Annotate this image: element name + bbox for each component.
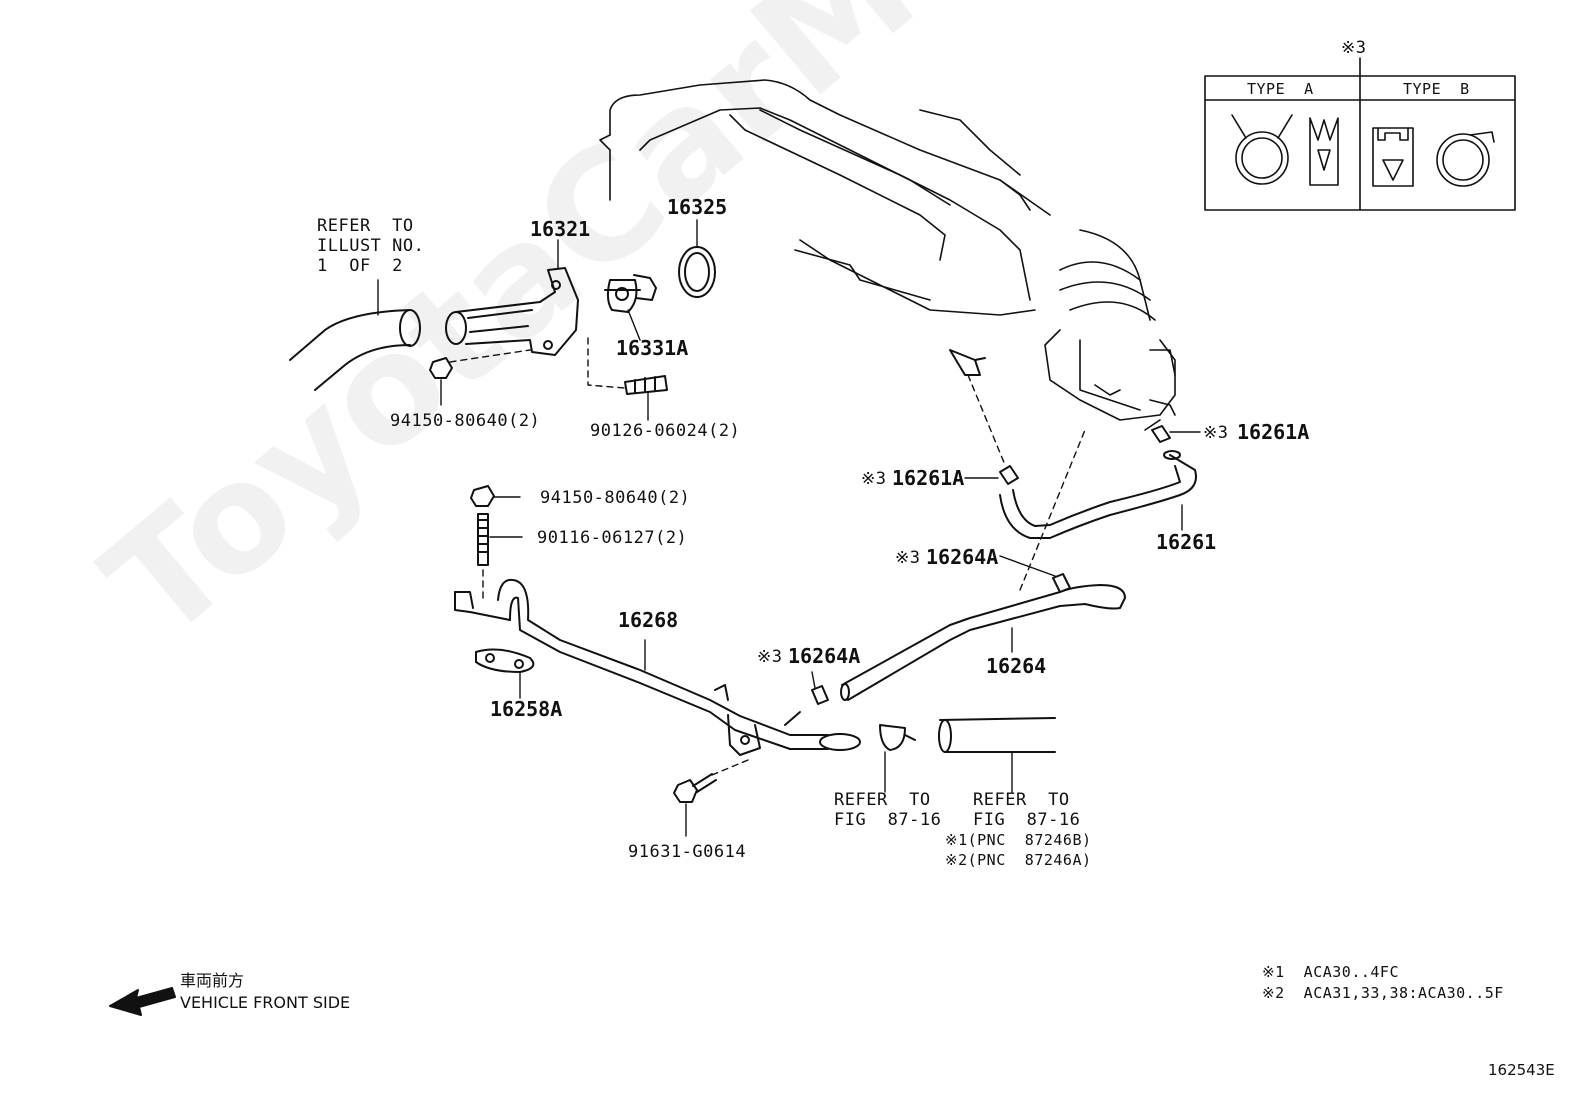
refer-illust-line3: 1 OF 2 [317,256,403,276]
part-91631: 91631-G0614 [628,842,747,862]
refer-illust-line2: ILLUST NO. [317,236,425,256]
part-90126: 90126-06024(2) [590,421,741,441]
hose-16261 [949,349,1201,539]
upper-hose [289,279,421,391]
refer-fig-right-line3: ※1(PNC 87246B) [945,831,1092,849]
part-94150-upper: 94150-80640(2) [390,411,541,431]
refer-fig-left-line2: FIG 87-16 [834,810,942,830]
part-16261: 16261 [1156,530,1217,554]
nut-stud-upper [429,337,668,421]
throttle-body [1044,229,1176,431]
part-16261A-right: 16261A [1237,420,1310,444]
mark-16264A-low: ※3 [757,647,783,667]
mark-16261A-right: ※3 [1203,423,1229,443]
part-16264: 16264 [986,654,1047,678]
part-16321: 16321 [530,217,591,241]
part-16264A-upper: 16264A [926,545,999,569]
vehicle-front-jp: 車両前方 [180,971,245,990]
clamp-16264A-low [811,671,829,705]
hose-16264 [840,429,1126,701]
part-16261A-left: 16261A [892,466,965,490]
part-16264A-low: 16264A [788,644,861,668]
legend-type-a: TYPE A [1247,80,1314,98]
gasket-16325 [678,219,716,298]
footnote-1: ※1 ACA30..4FC [1262,963,1399,981]
part-16268: 16268 [618,608,679,632]
water-inlet-16321 [445,239,579,356]
thermostat-16331A [604,274,657,341]
part-16258A: 16258A [490,697,563,721]
refer-fig-right-line1: REFER TO [973,790,1070,810]
vehicle-front-arrow-icon [109,987,176,1016]
mark-16261A-left: ※3 [861,469,887,489]
engine-outline [599,79,1051,316]
mark-16264A-upper: ※3 [895,548,921,568]
nut-stud-lower [470,485,523,601]
vehicle-front-en: VEHICLE FRONT SIDE [180,993,351,1012]
refer-fig-right-line4: ※2(PNC 87246A) [945,851,1092,869]
figure-id: 162543E [1488,1061,1555,1079]
part-90116: 90116-06127(2) [537,528,688,548]
clamp-type-legend [1204,57,1516,211]
footnote-2: ※2 ACA31,33,38:ACA30..5F [1262,984,1504,1002]
gasket-16258A [475,648,535,699]
part-94150-lower: 94150-80640(2) [540,488,691,508]
refer-fig-left-line1: REFER TO [834,790,931,810]
legend-mark: ※3 [1341,38,1367,58]
part-16325: 16325 [667,195,728,219]
part-16331A: 16331A [616,336,689,360]
legend-type-b: TYPE B [1403,80,1470,98]
refer-illust-line1: REFER TO [317,216,414,236]
refer-hose-parts [879,717,1056,793]
bolt-91631 [673,773,717,837]
water-pipe-16268 [454,578,861,776]
refer-fig-right-line2: FIG 87-16 [973,810,1081,830]
